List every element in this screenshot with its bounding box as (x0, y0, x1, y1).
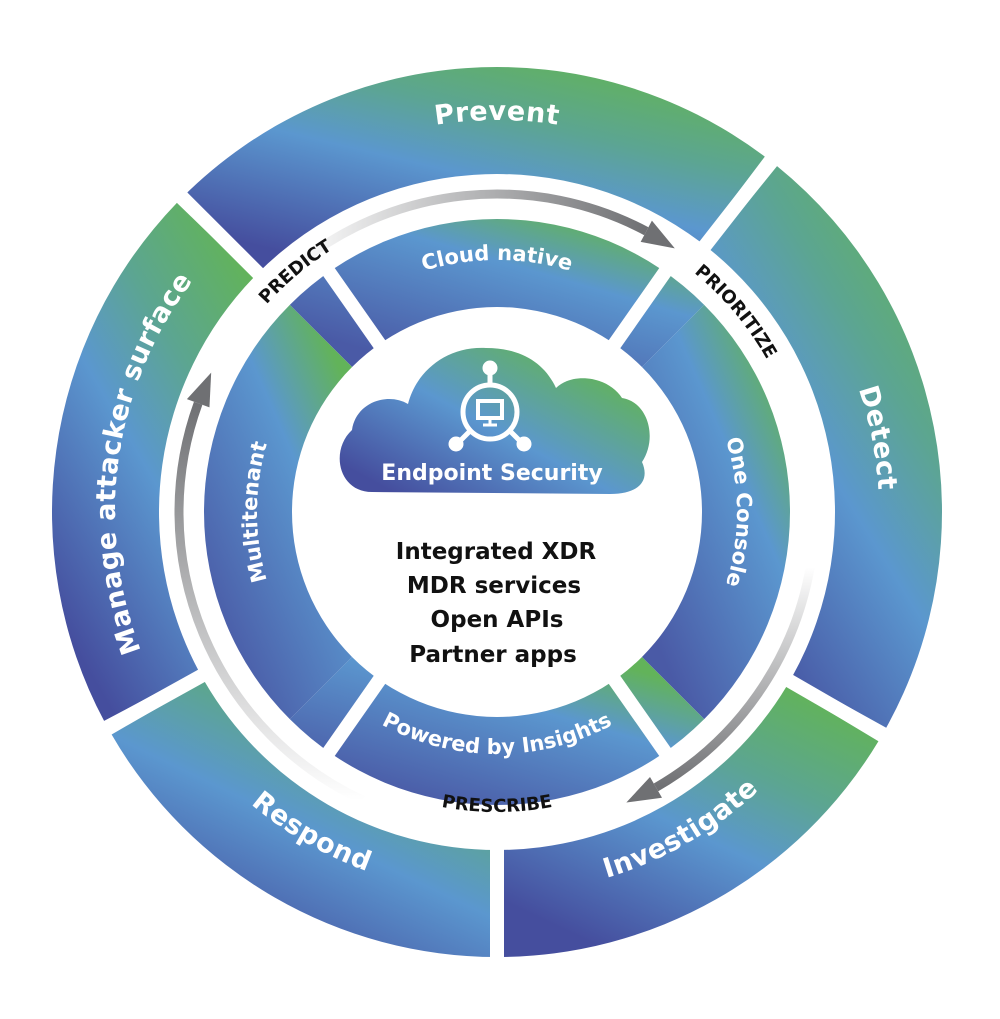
cloud-title: Endpoint Security (381, 461, 602, 486)
outer-segment (182, 66, 765, 273)
segment-divider (319, 262, 390, 354)
segment-divider (172, 187, 269, 284)
arrow-head (186, 372, 212, 408)
outer-label-prevent: Prevent (433, 96, 562, 132)
segment-divider (694, 151, 781, 257)
outer-segment (709, 166, 942, 728)
monitor-hub-icon (448, 360, 532, 452)
segment-divider (98, 665, 212, 738)
outer-segment (111, 681, 497, 957)
outer-ring (51, 66, 942, 964)
feature-item: Integrated XDR (396, 539, 597, 565)
middle-segment (289, 656, 705, 806)
feature-item: Open APIs (431, 607, 564, 633)
feature-list: Integrated XDR MDR services Open APIs Pa… (396, 539, 597, 668)
cycle-arrows (174, 189, 815, 805)
arrow-prioritize-to-prescribe (653, 566, 815, 792)
arrow-prescribe-to-predict (174, 401, 365, 805)
segment-divider (319, 670, 390, 762)
arrow-predict-to-prioritize (289, 189, 649, 272)
outer-segment (497, 686, 879, 957)
outer-segment (51, 202, 254, 721)
segment-divider (604, 262, 675, 354)
segment-divider (779, 670, 892, 745)
arrow-head (640, 220, 675, 249)
middle-ring (204, 219, 790, 806)
segment-divider (604, 670, 675, 762)
middle-segment (289, 219, 705, 368)
center-cloud: Endpoint Security (339, 347, 650, 494)
cloud-shape (339, 347, 650, 494)
feature-item: Partner apps (409, 642, 577, 668)
feature-item: MDR services (407, 573, 581, 599)
arrow-head (626, 777, 662, 803)
middle-segment (204, 304, 353, 720)
middle-segment (641, 304, 790, 720)
